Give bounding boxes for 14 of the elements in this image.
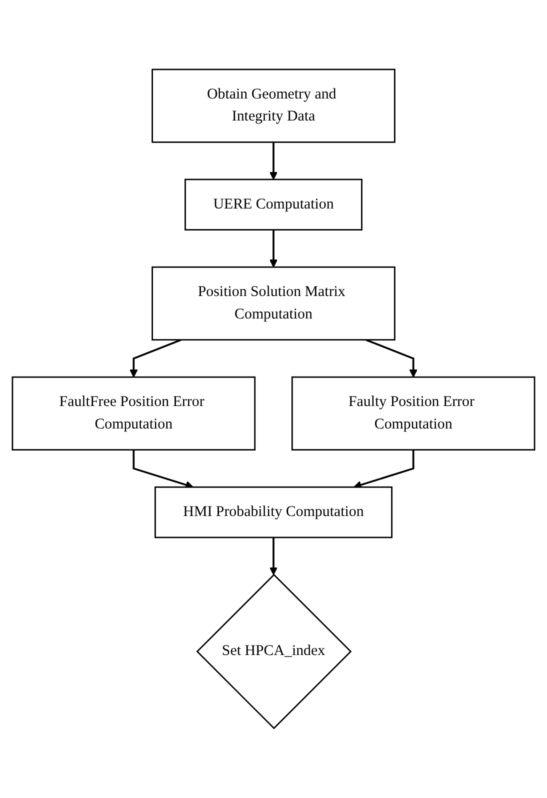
node-box: UERE Computation [184,178,362,231]
node-box: Faulty Position Error Computation [291,376,536,451]
node-box: Obtain Geometry and Integrity Data [152,68,396,143]
arrow [269,142,278,180]
node-box: FaultFree Position Error Computation [12,376,256,451]
node-box: HMI Probability Computation [154,486,392,538]
arrow [130,339,182,378]
node-diamond: Set HPCA_index [196,574,352,730]
arrow [269,538,278,576]
node-box: Position Solution Matrix Computation [152,266,396,341]
arrow [269,230,278,268]
arrow [132,450,194,489]
arrow [353,450,414,489]
arrow [366,339,418,378]
